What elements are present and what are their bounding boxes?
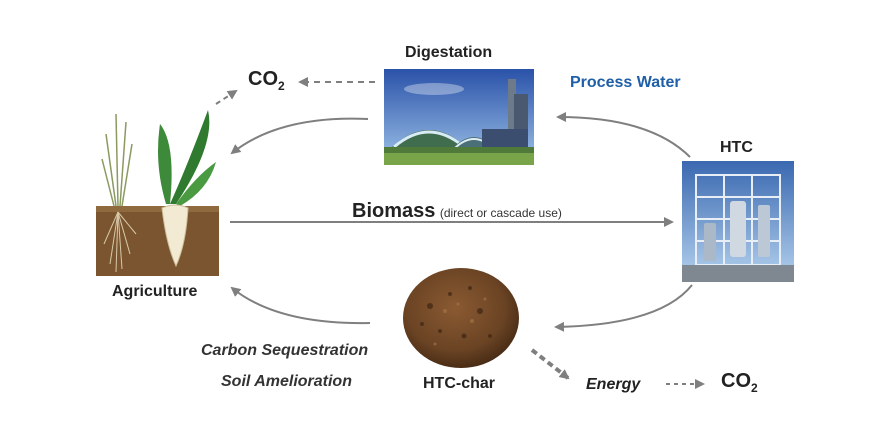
- char-to-agriculture-arrow: [230, 286, 371, 325]
- agriculture-plants-image: [96, 110, 219, 276]
- carbon-sequestration-label: Carbon Sequestration: [201, 342, 369, 359]
- agriculture-label: Agriculture: [112, 283, 198, 300]
- co2-bottom-label: CO2: [721, 370, 758, 395]
- htc-label: HTC: [720, 139, 753, 156]
- htc-char-image: [403, 268, 519, 368]
- biomass-label-group: Biomass (direct or cascade use): [352, 200, 562, 223]
- htc-to-char-arrow: [554, 284, 693, 332]
- biomass-note: (direct or cascade use): [439, 206, 562, 220]
- char-to-energy-arrow: [530, 348, 570, 380]
- co2-top-label: CO2: [248, 68, 285, 93]
- biomass-label: Biomass: [352, 200, 436, 222]
- co2-bottom-subscript: 2: [751, 381, 758, 395]
- energy-label: Energy: [586, 376, 641, 393]
- htc-to-digestation-arrow: [556, 112, 691, 158]
- digestation-label: Digestation: [405, 44, 493, 61]
- htc-char-label: HTC-char: [423, 375, 496, 392]
- digestation-plant-photo: [384, 69, 534, 165]
- htc-plant-photo: [682, 161, 794, 282]
- co2-top-text: CO: [248, 68, 278, 90]
- agriculture-to-co2-arrow: [215, 89, 238, 105]
- soil-amelioration-label: Soil Amelioration: [221, 373, 352, 390]
- co2-top-subscript: 2: [278, 79, 285, 93]
- digestation-to-agriculture-arrow: [230, 117, 369, 155]
- process-water-label: Process Water: [570, 74, 681, 91]
- co2-bottom-text: CO: [721, 370, 751, 392]
